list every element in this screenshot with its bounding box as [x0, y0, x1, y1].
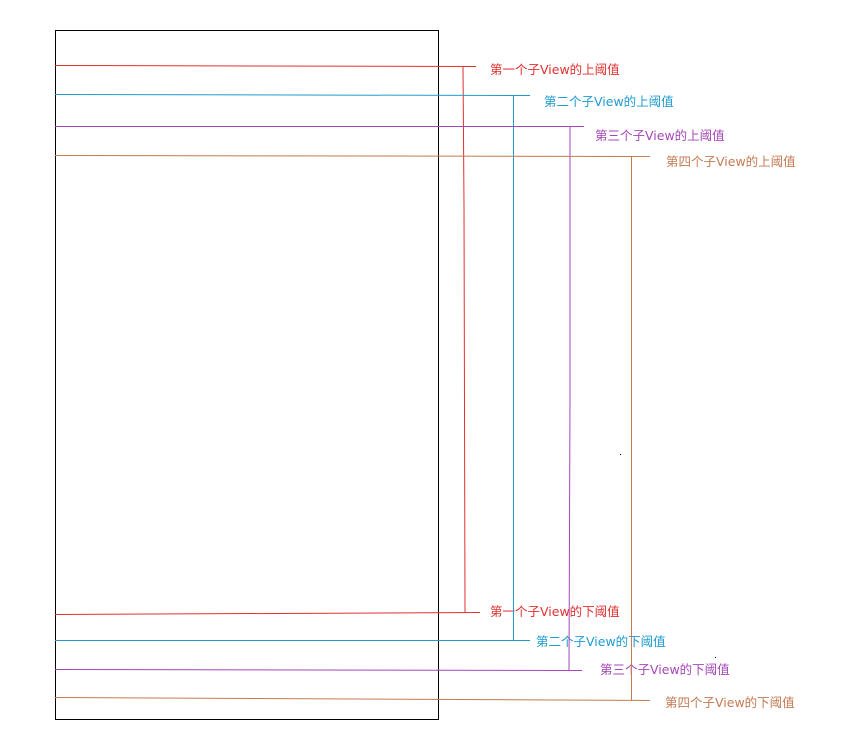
fourth-upper-line	[54, 155, 651, 157]
first-lower-line	[54, 612, 481, 615]
first-upper-line	[54, 65, 477, 67]
third-view-thresholds	[54, 126, 584, 671]
stray-dot	[620, 454, 621, 455]
fourth-lower-label: 第四个子View的下阈值	[665, 695, 795, 710]
third-lower-line	[54, 669, 583, 671]
second-view-thresholds	[54, 94, 531, 641]
third-lower-label: 第三个子View的下阈值	[600, 662, 730, 677]
parent-view-frame	[55, 30, 439, 720]
first-upper-label: 第一个子View的上阈值	[490, 62, 620, 77]
second-upper-line	[54, 94, 531, 96]
third-upper-label: 第三个子View的上阈值	[595, 128, 725, 143]
second-lower-label: 第二个子View的下阈值	[536, 634, 666, 649]
first-lower-label: 第一个子View的下阈值	[490, 604, 620, 619]
fourth-view-thresholds	[54, 155, 651, 701]
first-view-thresholds	[54, 65, 481, 615]
stray-dot	[715, 657, 716, 658]
third-bracket	[568, 127, 571, 671]
first-bracket	[462, 66, 466, 613]
second-upper-label: 第二个子View的上阈值	[544, 94, 674, 109]
fourth-lower-line	[54, 697, 651, 701]
fourth-upper-label: 第四个子View的上阈值	[666, 154, 796, 169]
